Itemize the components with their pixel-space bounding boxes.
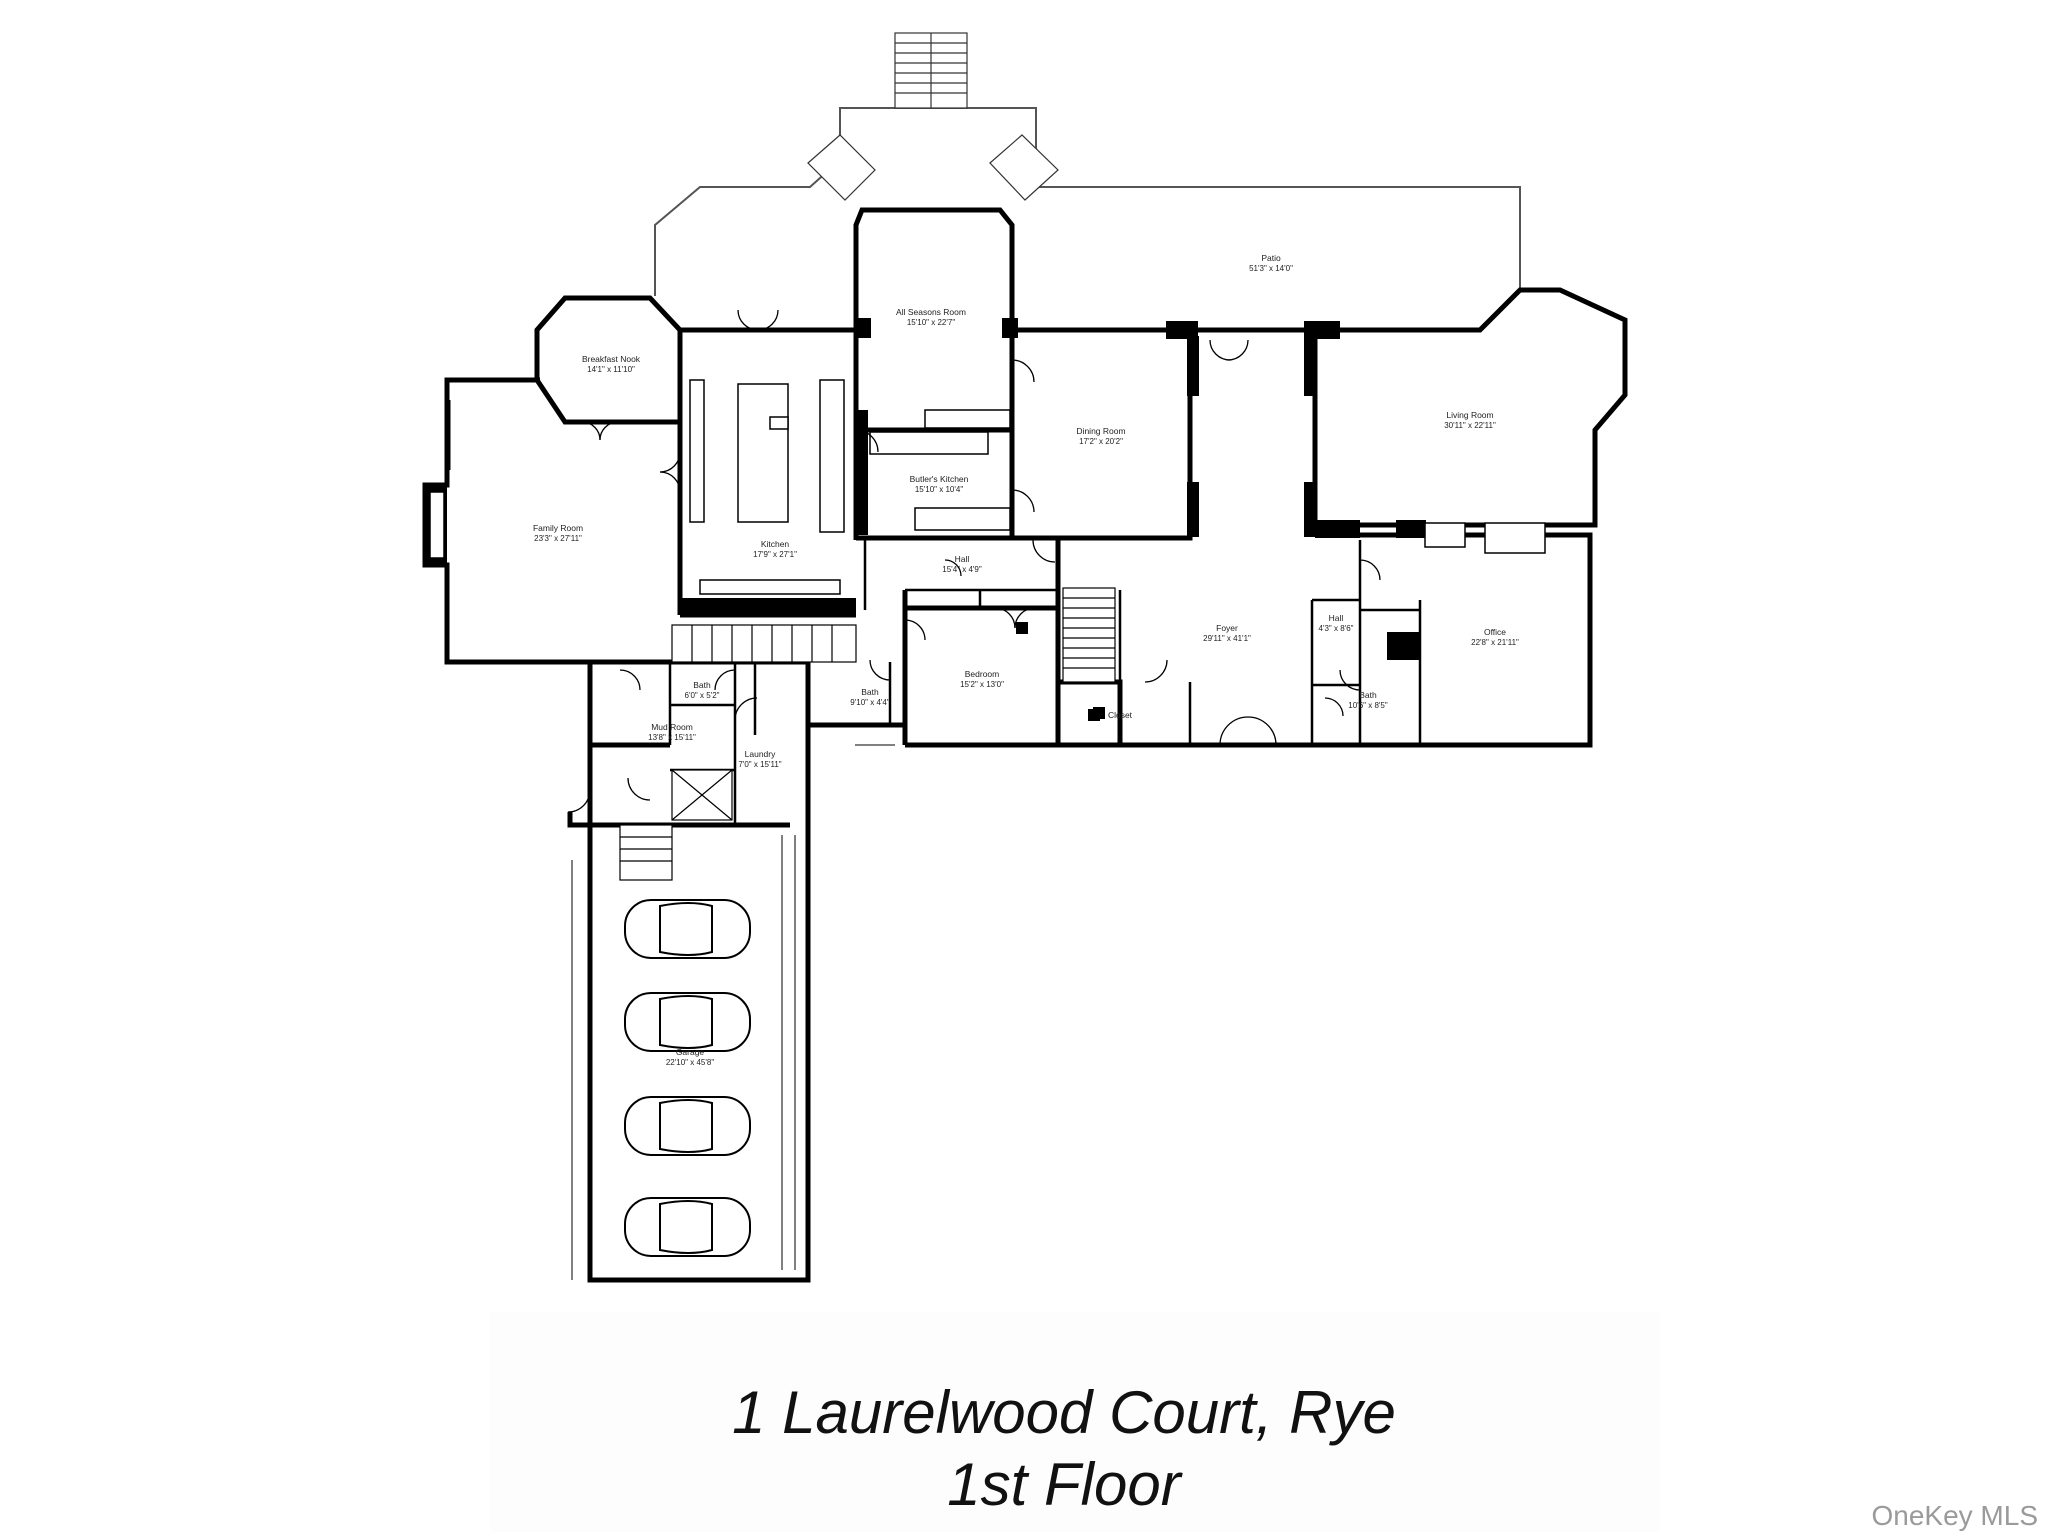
room-name: Bedroom (965, 669, 1000, 679)
room-dim: 4'3" x 8'6" (1319, 624, 1354, 633)
car-icon (624, 992, 751, 1052)
room-name: Laundry (745, 749, 776, 759)
kitchen-fixtures (689, 379, 1011, 595)
room-labels: Patio 51'3" x 14'0" All Seasons Room 15'… (533, 253, 1519, 1067)
room-name: Patio (1261, 253, 1281, 263)
room-name: Garage (676, 1047, 705, 1057)
fireplaces (429, 491, 1546, 559)
room-name: Closet (1108, 710, 1133, 720)
room-dim: 7'0" x 15'11" (738, 760, 781, 769)
room-dim: 22'10" x 45'8" (666, 1058, 714, 1067)
room-name: Mud Room (651, 722, 693, 732)
room-name: Breakfast Nook (582, 354, 641, 364)
mls-watermark: OneKey MLS (1871, 1500, 2038, 1531)
room-name: Office (1484, 627, 1506, 637)
room-dim: 29'11" x 41'1" (1203, 634, 1251, 643)
room-dim: 23'3" x 27'11" (534, 534, 582, 543)
room-name: Family Room (533, 523, 583, 533)
room-name: Butler's Kitchen (910, 474, 969, 484)
room-dim: 30'11" x 22'11" (1444, 421, 1496, 430)
patio-outline (654, 107, 1521, 296)
room-dim: 51'3" x 14'0" (1249, 264, 1293, 273)
room-dim: 6'0" x 5'2" (685, 691, 720, 700)
room-name: Bath (693, 680, 711, 690)
foyer-stairs (619, 587, 1116, 881)
room-name: Living Room (1446, 410, 1493, 420)
room-name: All Seasons Room (896, 307, 966, 317)
room-name: Bath (861, 687, 879, 697)
closet-marker (1088, 709, 1100, 721)
room-dim: 14'1" x 11'10" (587, 365, 635, 374)
room-dim: 17'9" x 27'1" (753, 550, 797, 559)
doors (567, 309, 1381, 813)
room-dim: 15'2" x 13'0" (960, 680, 1004, 689)
room-dim: 10'6" x 8'5" (1348, 701, 1388, 710)
room-dim: 15'10" x 10'4" (915, 485, 963, 494)
room-name: Foyer (1216, 623, 1238, 633)
room-name: Bath (1359, 690, 1377, 700)
room-dim: 15'4" x 4'9" (942, 565, 982, 574)
title-band (490, 1312, 1660, 1532)
room-name: Dining Room (1076, 426, 1125, 436)
room-name: Kitchen (761, 539, 790, 549)
room-dim: 22'8" x 21'11" (1471, 638, 1519, 647)
garage-walls (571, 835, 796, 1280)
room-name: Hall (955, 554, 970, 564)
patio-stairs (807, 32, 1059, 201)
room-dim: 13'8" x 15'11" (648, 733, 696, 742)
room-dim: 17'2" x 20'2" (1079, 437, 1123, 446)
windows (449, 329, 1545, 1281)
floor-label: 1st Floor (947, 1451, 1181, 1518)
car-icon (624, 1096, 751, 1156)
property-address: 1 Laurelwood Court, Rye (732, 1379, 1396, 1446)
room-name: Hall (1329, 613, 1344, 623)
car-icon (624, 899, 751, 959)
car-icon (624, 1197, 751, 1257)
garage-cars (624, 899, 751, 1257)
room-dim: 15'10" x 22'7" (907, 318, 955, 327)
room-dim: 9'10" x 4'4" (850, 698, 890, 707)
